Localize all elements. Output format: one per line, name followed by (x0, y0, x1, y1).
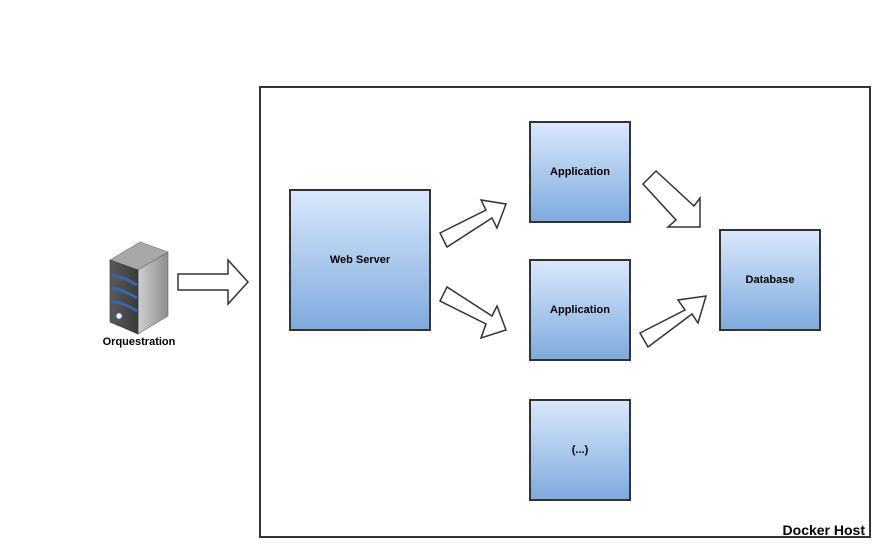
docker-host-label: Docker Host (782, 522, 865, 538)
web-server-label: Web Server (329, 254, 391, 266)
application-1-label: Application (550, 166, 610, 178)
database-box (719, 229, 821, 331)
application-2-box (529, 259, 631, 361)
application-2-to-database-arrow (638, 295, 708, 349)
web-server-to-application-1-arrow (438, 199, 508, 249)
web-server-to-application-2-arrow (438, 285, 507, 340)
orchestration-label: Orquestration (102, 336, 176, 348)
application-1-to-database-arrow (641, 169, 701, 228)
web-server-box (289, 189, 431, 331)
more-applications-label: (...) (571, 444, 589, 456)
database-label: Database (745, 274, 795, 286)
more-applications-box (529, 399, 631, 501)
server-icon (109, 241, 169, 335)
application-2-label: Application (550, 304, 610, 316)
docker-host-container (259, 86, 871, 538)
application-1-box (529, 121, 631, 223)
orchestration-to-host-arrow (177, 258, 250, 306)
